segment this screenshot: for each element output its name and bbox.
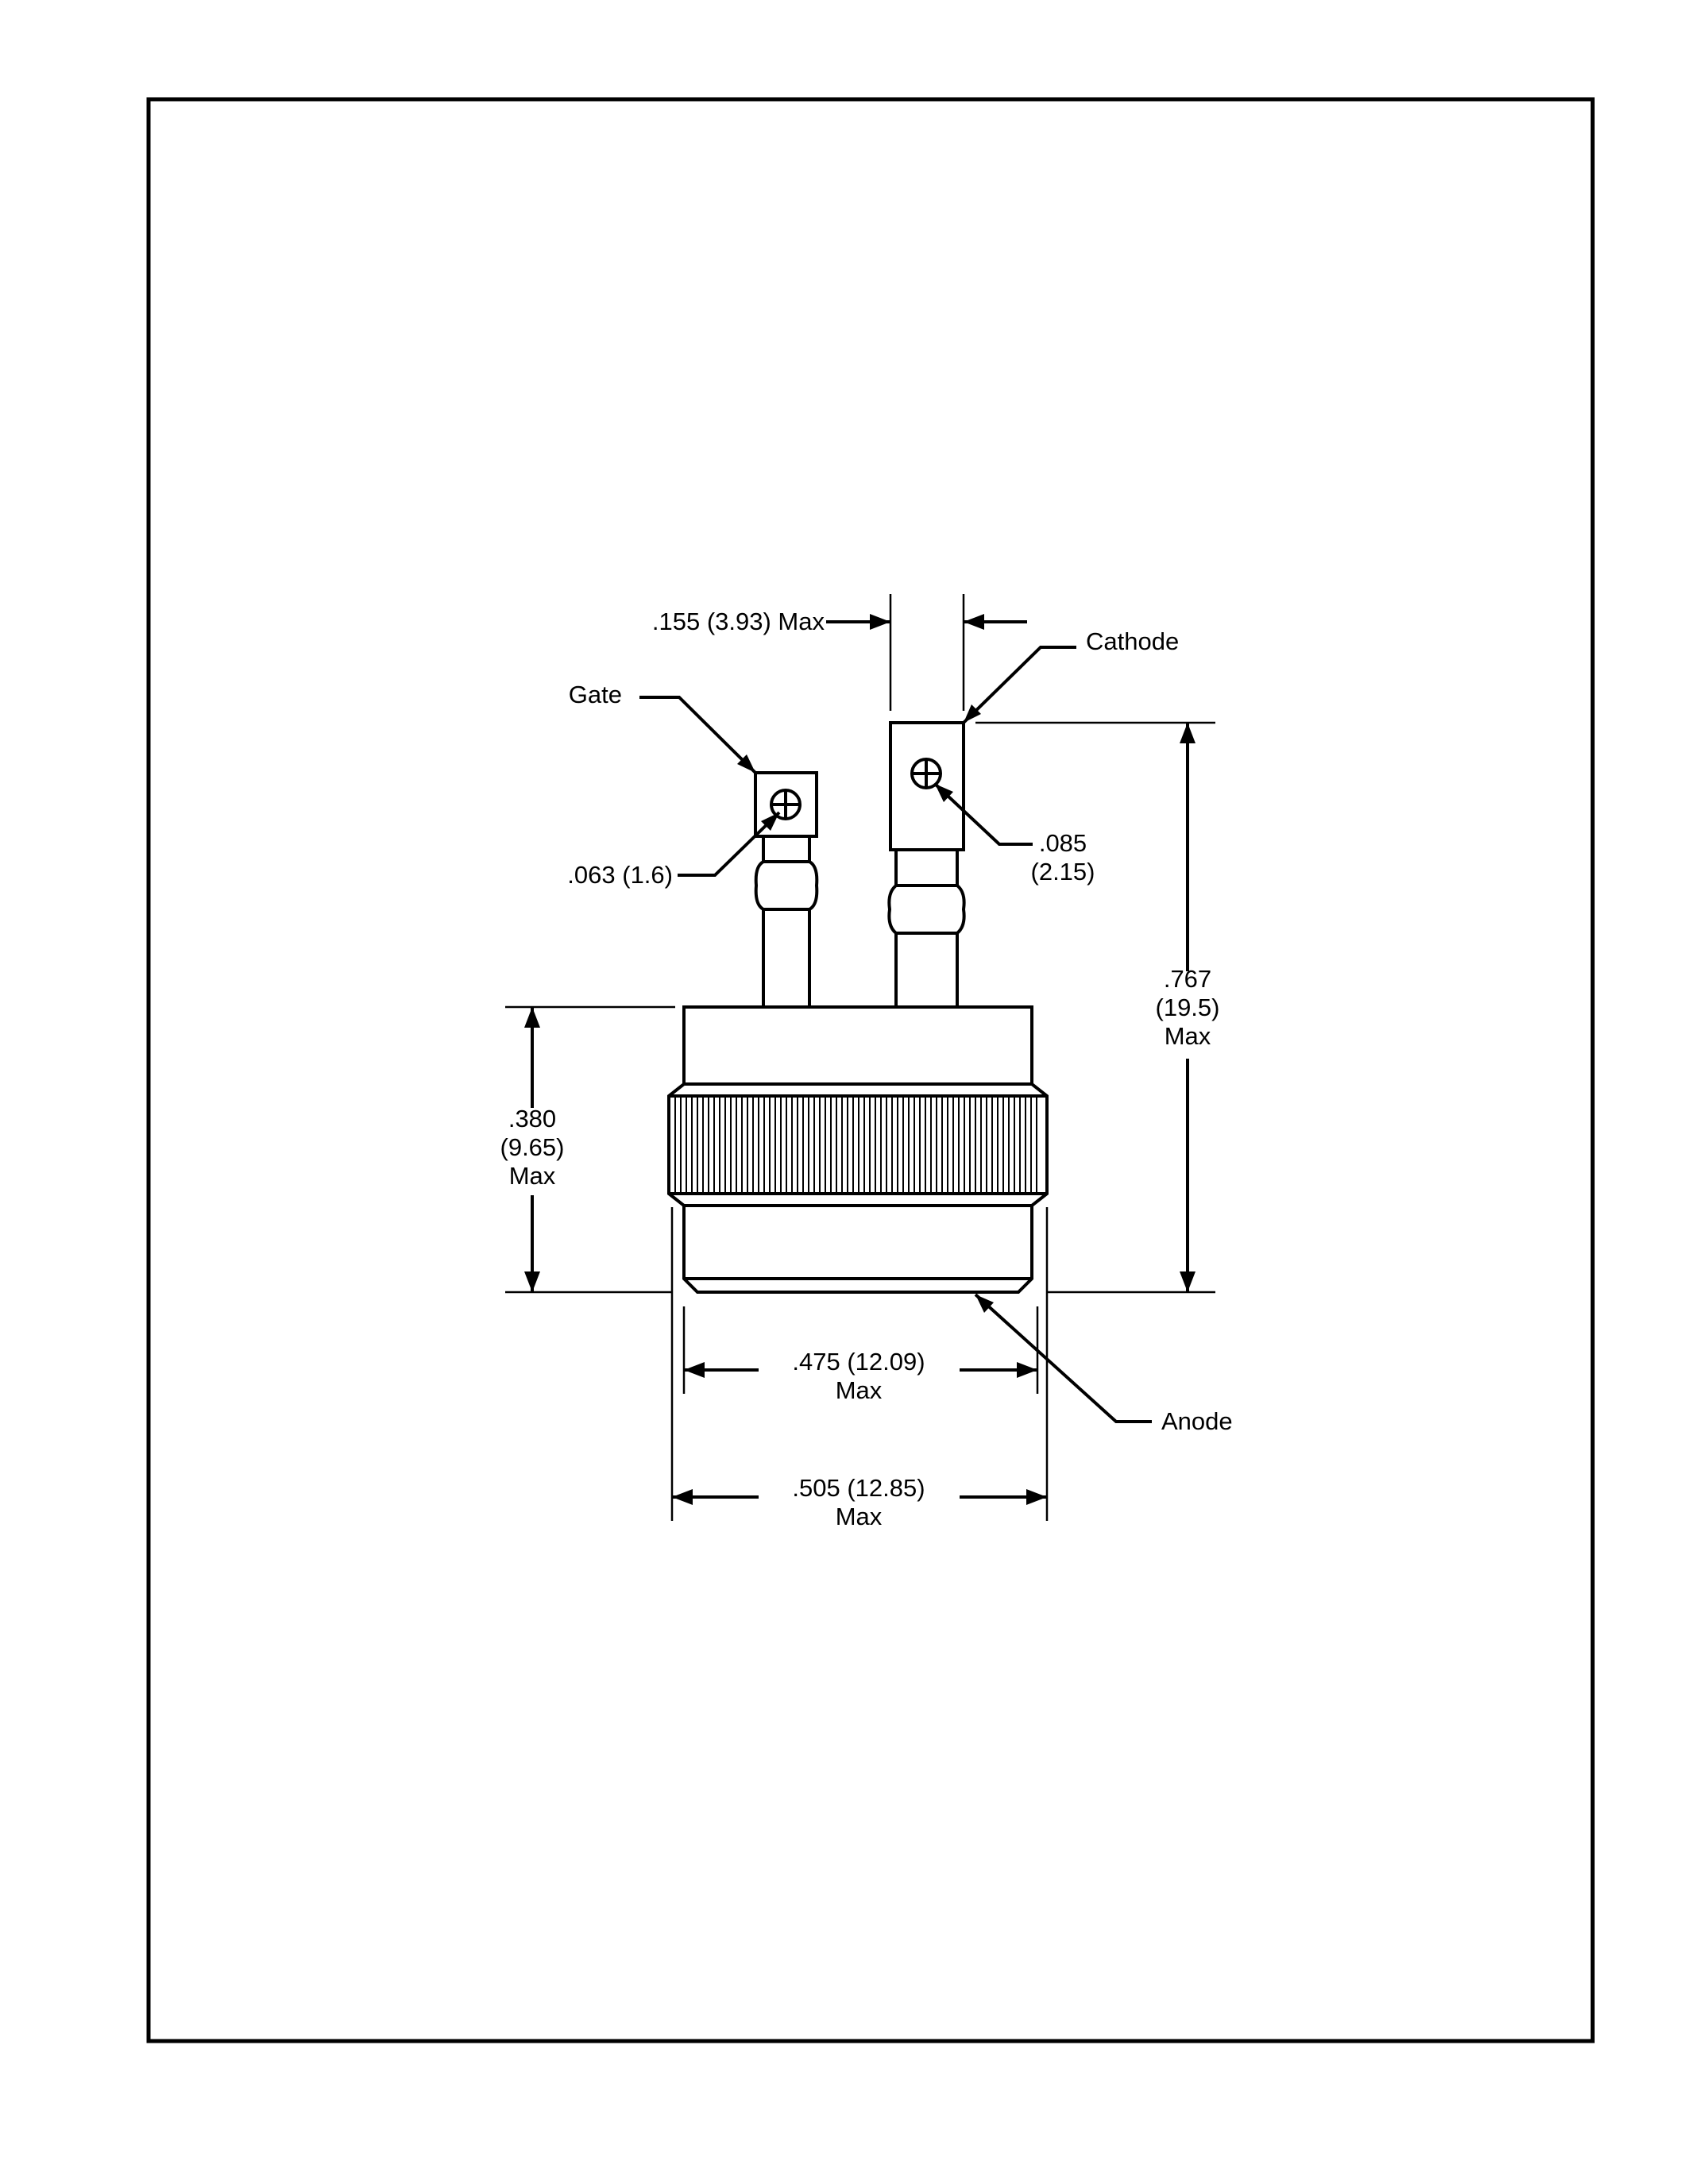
base-width-dimension-max: Max xyxy=(836,1376,883,1404)
dimension-lines xyxy=(524,614,1196,1505)
cathode-lead xyxy=(887,721,966,1007)
body-height-dimension-metric: (9.65) xyxy=(500,1133,565,1161)
knurl-width-dimension-max: Max xyxy=(836,1503,883,1530)
overall-height-dimension-value: .767 xyxy=(1164,965,1211,993)
cathode-hole-dimension-metric: (2.15) xyxy=(1031,858,1095,886)
gate-terminal-tab xyxy=(754,771,818,838)
gate-lead xyxy=(754,771,819,1007)
overall-height-dimension-max: Max xyxy=(1165,1022,1211,1050)
leader-lines xyxy=(639,646,1152,1423)
body-top-cap xyxy=(682,1005,1033,1086)
knurl-lines xyxy=(674,1098,1037,1192)
cathode-hole-dimension-value: .085 xyxy=(1039,829,1087,857)
gate-label: Gate xyxy=(569,681,622,708)
body-height-dimension-value: .380 xyxy=(508,1105,556,1133)
base-width-dimension-value: .475 (12.09) xyxy=(792,1348,925,1376)
device-body xyxy=(667,1005,1049,1294)
body-height-dimension-max: Max xyxy=(509,1162,556,1190)
anode-label: Anode xyxy=(1161,1407,1233,1435)
cathode-terminal-tab xyxy=(889,721,965,851)
cathode-label: Cathode xyxy=(1086,627,1179,655)
gate-hole-dimension: .063 (1.6) xyxy=(567,861,673,889)
body-base xyxy=(682,1206,1033,1294)
page-border xyxy=(146,97,1595,2043)
overall-height-dimension-metric: (19.5) xyxy=(1156,994,1220,1021)
lead-spacing-dimension: .155 (3.93) Max xyxy=(652,608,825,635)
knurl-width-dimension-value: .505 (12.85) xyxy=(792,1474,925,1502)
